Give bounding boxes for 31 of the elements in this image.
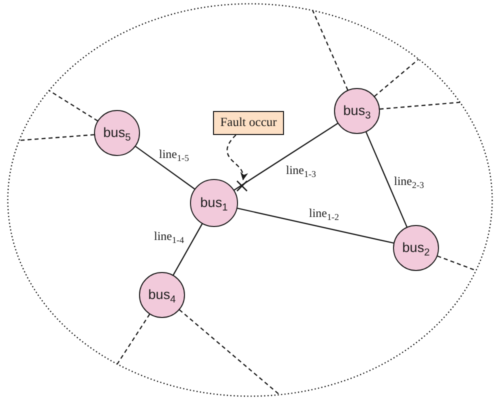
dashed-line [116, 314, 150, 364]
connector-line [365, 132, 408, 228]
bus-label: bus$_{3}$ [343, 104, 371, 118]
dashed-line [178, 309, 280, 396]
edge-label: line$_{2-3}$ [393, 175, 425, 187]
edge-label: line$_{1-5}$ [158, 148, 190, 160]
connector-line [172, 223, 203, 276]
dashed-line [19, 134, 94, 141]
dashed-line [437, 255, 476, 272]
connector-line [234, 122, 338, 191]
dashed-line [380, 102, 460, 110]
connector-line [135, 146, 196, 190]
dashed-line [312, 10, 348, 90]
bus-label: bus$_{5}$ [103, 126, 131, 140]
edge-label: line$_{1-4}$ [153, 230, 185, 242]
edge-label: line$_{1-3}$ [285, 164, 317, 176]
bus-node [94, 110, 140, 156]
bus-node [393, 225, 439, 271]
connector-line [236, 208, 394, 244]
dashed-line [374, 58, 419, 97]
bus-node [334, 88, 380, 134]
cross-icon [236, 180, 248, 192]
leader-arrow [226, 134, 248, 180]
note-box: Fault occur [213, 111, 284, 135]
bus-label: bus$_{2}$ [402, 241, 430, 255]
bus-node [139, 272, 185, 318]
dashed-line [48, 90, 98, 122]
bus-label: bus$_{4}$ [148, 288, 176, 302]
bus-node [190, 179, 238, 227]
edge-label: line$_{1-2}$ [308, 207, 340, 219]
bus-label: bus$_{1}$ [200, 196, 228, 210]
